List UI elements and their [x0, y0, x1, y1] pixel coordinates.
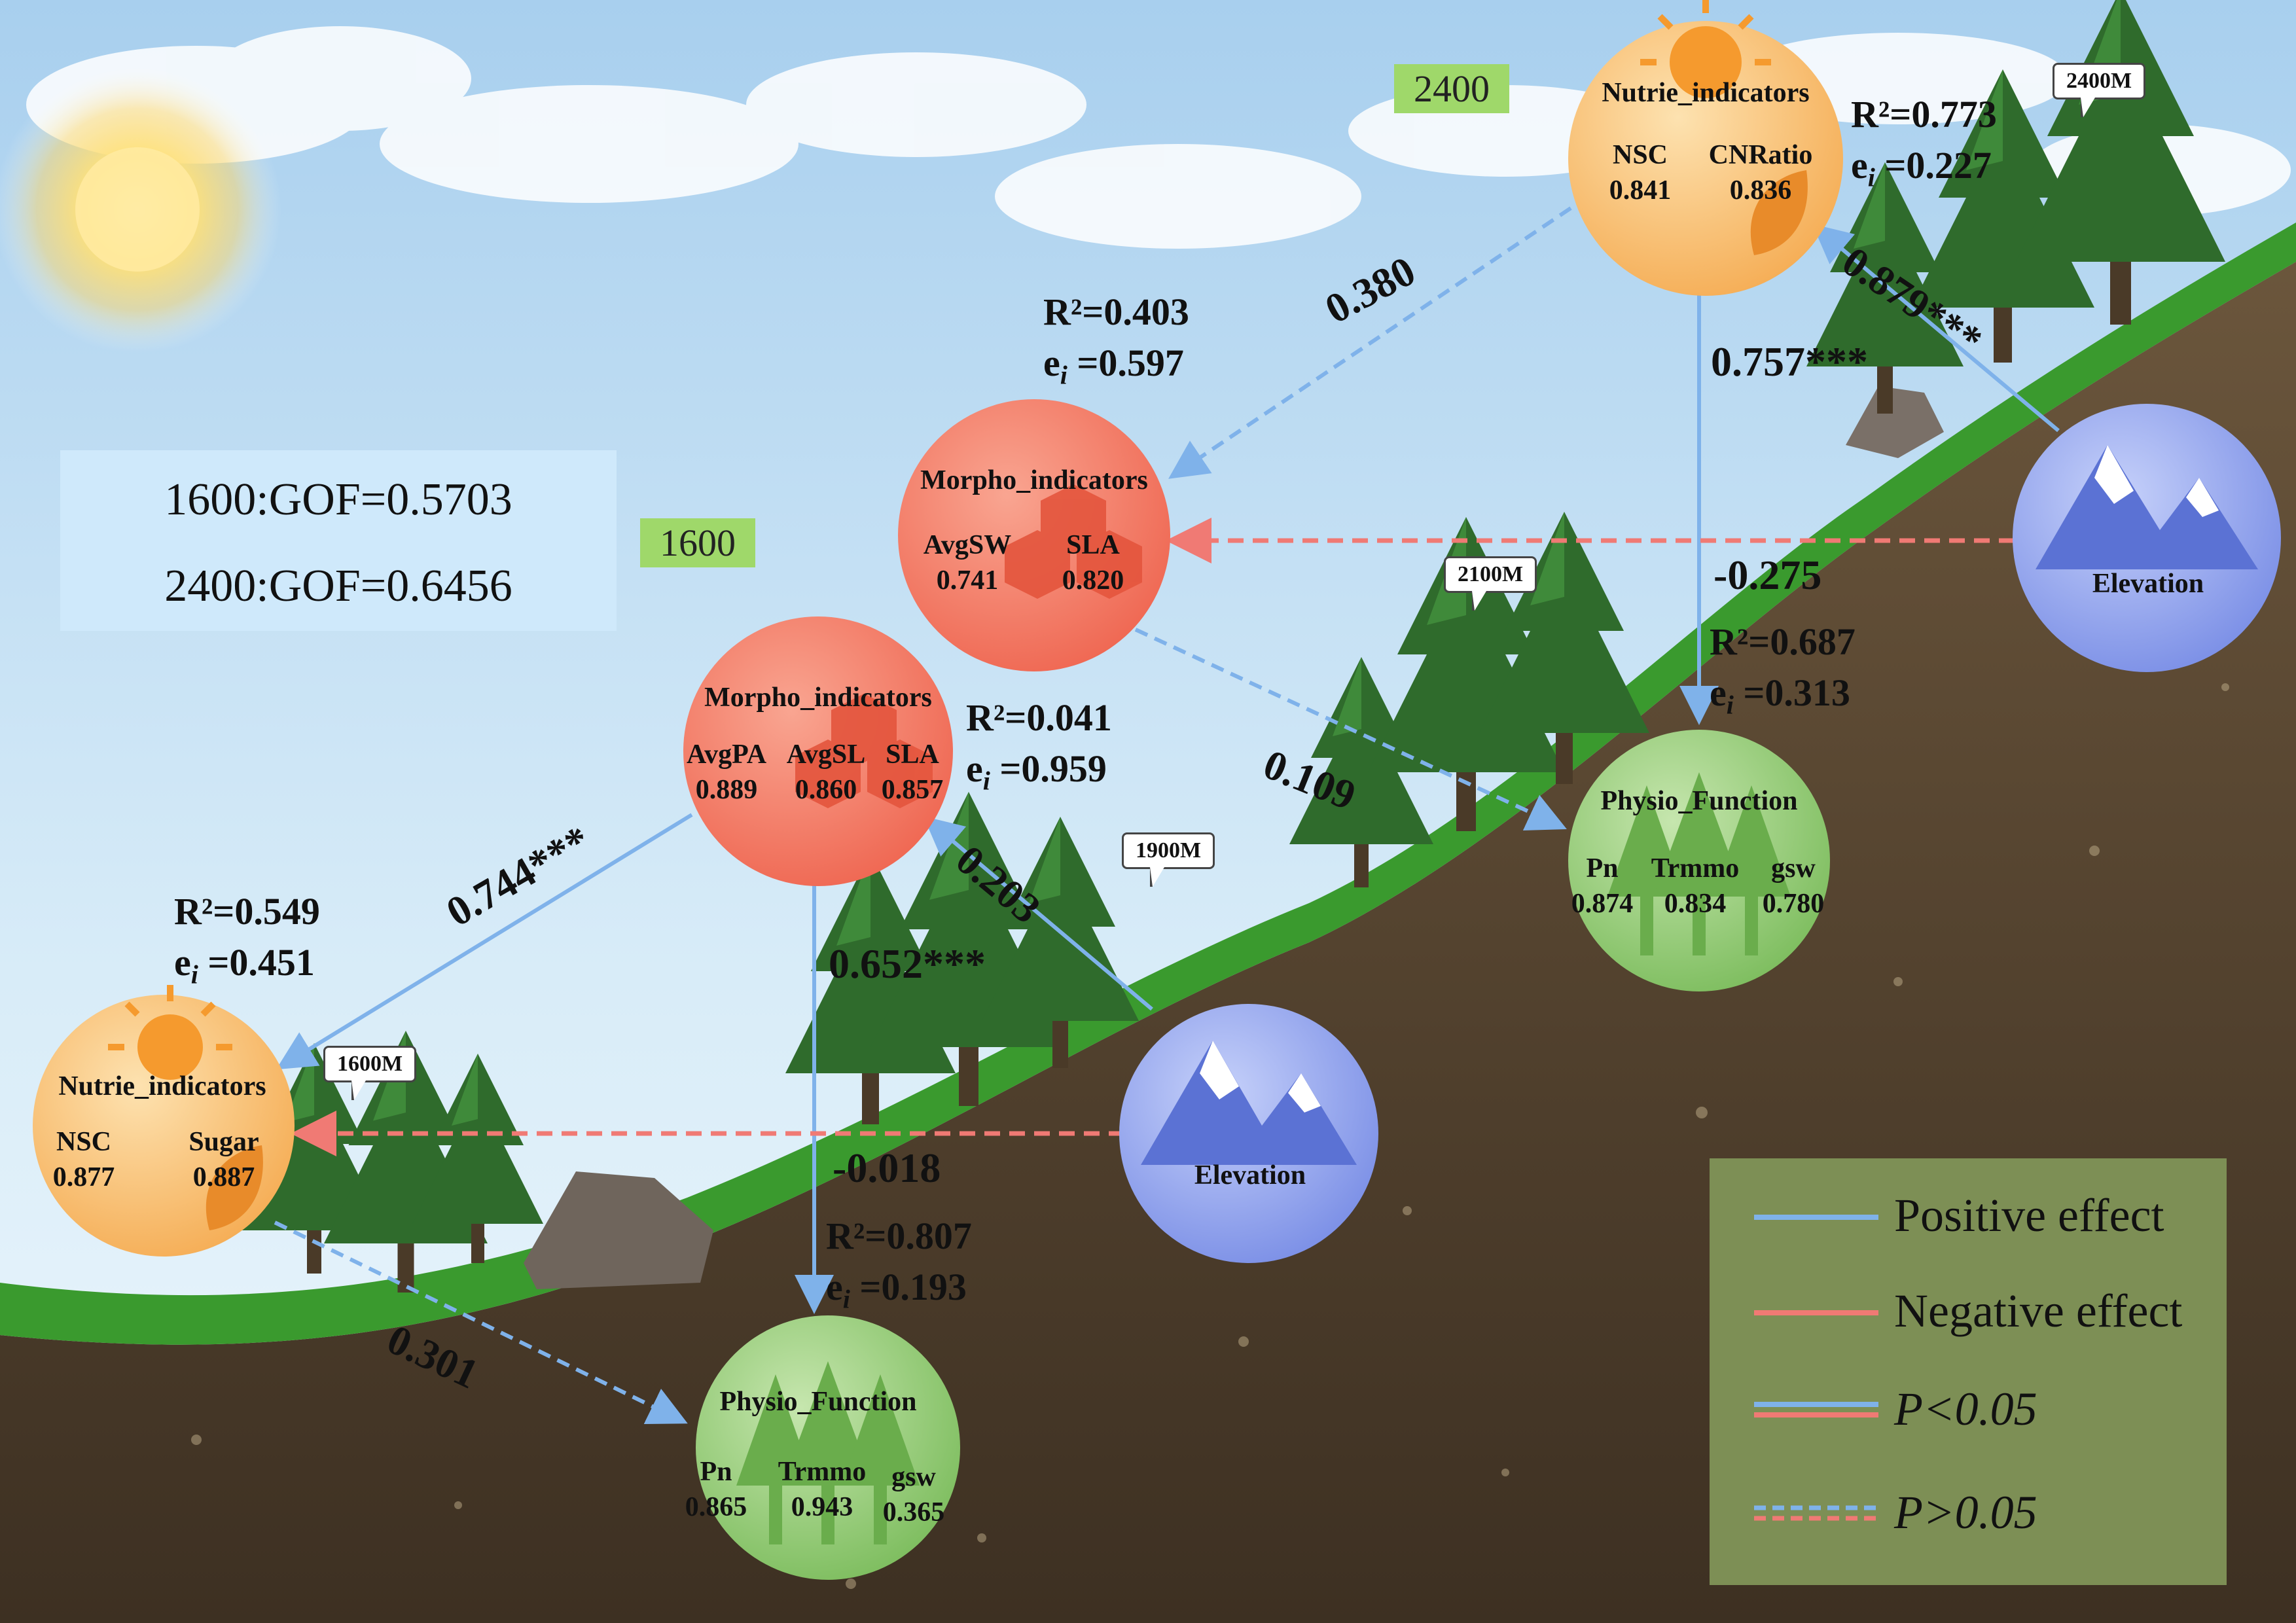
- morpho-2400-stats: R²=0.403 ei =0.597: [1043, 287, 1189, 401]
- elevation-2400-label: Elevation: [2092, 568, 2204, 599]
- physio-1600-title: Physio_Function: [719, 1386, 916, 1418]
- legend-negative: Negative effect: [1894, 1284, 2182, 1338]
- gof-2400: 2400:GOF=0.6456: [60, 560, 617, 613]
- nutri-1600-stats: R²=0.549 ei =0.451: [174, 886, 320, 1001]
- coef-2400-elev-morpho: -0.275: [1713, 551, 1821, 599]
- coef-1600-elev-morpho: 0.203: [946, 836, 1050, 933]
- nutri-1600-title: Nutrie_indicators: [58, 1071, 266, 1102]
- altitude-tag-2400: 2400M: [2053, 63, 2145, 99]
- nutri-2400-stats: R²=0.773 ei =0.227: [1851, 89, 1997, 204]
- gof-box: 1600:GOF=0.5703 2400:GOF=0.6456: [60, 450, 617, 631]
- altitude-tag-1900: 1900M: [1122, 832, 1215, 869]
- coef-2400-nutri-morpho: 0.380: [1318, 247, 1424, 334]
- physio-1600-stats: R²=0.807 ei =0.193: [826, 1211, 972, 1325]
- legend-significant: P<0.05: [1894, 1382, 2037, 1436]
- elevation-1600-label: Elevation: [1194, 1160, 1306, 1191]
- legend-nonsignificant: P>0.05: [1894, 1486, 2037, 1540]
- coef-1600-nutri-physio: 0.301: [380, 1315, 486, 1399]
- physio-2400-title: Physio_Function: [1600, 785, 1797, 817]
- site-label-1600: 1600: [640, 518, 755, 567]
- morpho-2400-title: Morpho_indicators: [920, 465, 1148, 496]
- altitude-tag-2100: 2100M: [1444, 556, 1537, 593]
- coef-1600-elev-nutri: -0.018: [833, 1144, 941, 1192]
- coef-1600-morpho-nutri: 0.744***: [439, 816, 599, 936]
- gof-1600: 1600:GOF=0.5703: [60, 474, 617, 526]
- site-label-2400: 2400: [1394, 64, 1509, 113]
- physio-2400-stats: R²=0.687 ei =0.313: [1710, 616, 1856, 731]
- morpho-1600-title: Morpho_indicators: [704, 682, 932, 713]
- coef-2400-morpho-physio: 0.109: [1257, 740, 1362, 821]
- coef-2400-nutri-physio: 0.757***: [1711, 338, 1868, 386]
- altitude-tag-1600: 1600M: [323, 1046, 416, 1082]
- legend-positive: Positive effect: [1894, 1188, 2164, 1243]
- nutri-2400-title: Nutrie_indicators: [1602, 77, 1809, 109]
- morpho-1600-stats: R²=0.041 ei =0.959: [966, 692, 1112, 807]
- coef-1600-morpho-physio: 0.652***: [829, 940, 986, 988]
